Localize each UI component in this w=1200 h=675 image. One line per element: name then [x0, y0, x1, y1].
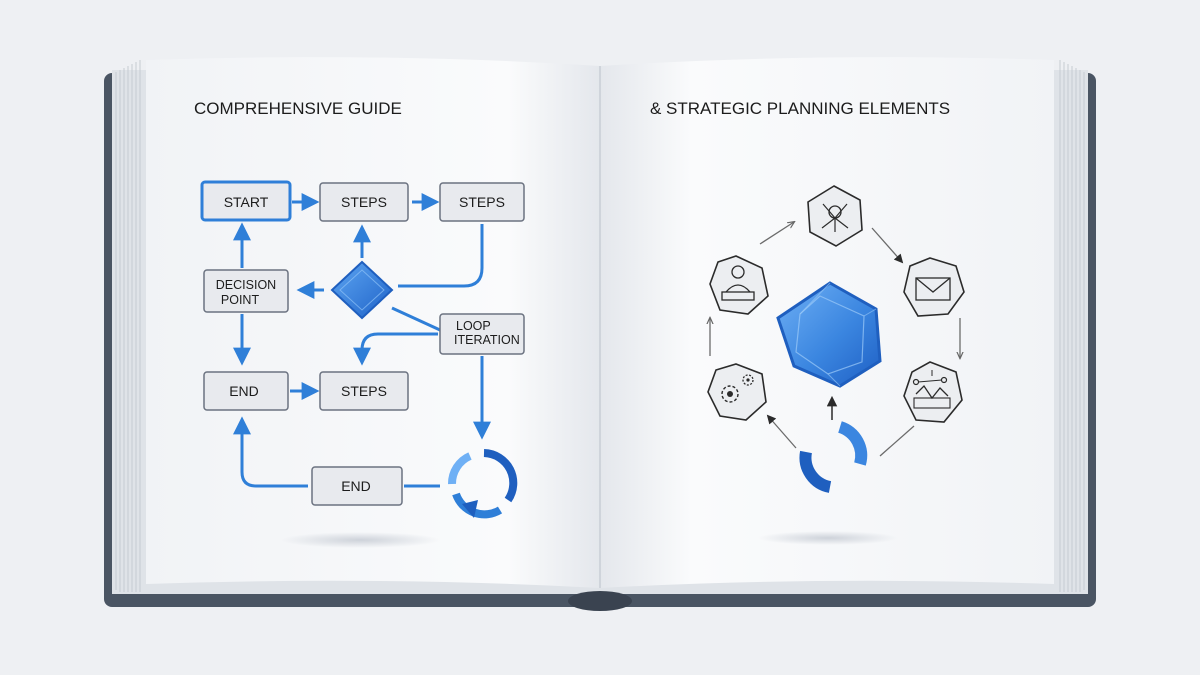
arrow-end2-to-end1 [233, 416, 308, 488]
node-steps-3: STEPS [319, 371, 409, 411]
node-steps-3-label: STEPS [341, 383, 387, 399]
decision-diamond [330, 260, 394, 320]
arrow-desk-to-target [759, 222, 794, 245]
planning-cycle [707, 185, 965, 545]
connector-diamond-to-loop [391, 306, 441, 332]
node-steps-1-label: STEPS [341, 194, 387, 210]
envelope-icon [903, 257, 965, 317]
left-page [146, 57, 600, 589]
spine-bottom [568, 591, 632, 611]
connector-chart-to-ring [879, 425, 915, 457]
node-steps-2: STEPS [439, 182, 525, 222]
node-decision-label-2: POINT [221, 293, 260, 307]
arrow-loop-to-steps [353, 332, 438, 366]
progress-ring-icon [799, 421, 868, 493]
node-end-1: END [203, 371, 289, 411]
node-end-2: END [311, 466, 403, 506]
right-floor-shadow [758, 531, 898, 545]
left-floor-shadow [280, 532, 440, 548]
hexagon-gem [776, 281, 882, 388]
node-loop-label-2: ITERATION [454, 333, 520, 347]
arrow-ring-to-gears [766, 414, 797, 449]
node-decision-label-1: DECISION [216, 278, 276, 292]
node-start-label: START [224, 194, 269, 210]
person-at-desk-icon [709, 255, 769, 315]
chart-network-icon [903, 361, 963, 423]
node-loop-label-1: LOOP [456, 319, 491, 333]
node-decision-point: DECISION POINT [203, 269, 289, 313]
node-steps-2-label: STEPS [459, 194, 505, 210]
cycle-connectors [710, 222, 960, 457]
node-end-1-label: END [229, 383, 259, 399]
target-network-icon [807, 185, 863, 247]
right-page-heading: & STRATEGIC PLANNING ELEMENTS [650, 99, 950, 118]
flowchart: START STEPS STEPS DECISION POINT LOOP IT… [200, 180, 525, 548]
node-end-2-label: END [341, 478, 371, 494]
node-steps-1: STEPS [319, 182, 409, 222]
book [104, 57, 1096, 611]
left-page-heading: COMPREHENSIVE GUIDE [194, 99, 402, 118]
cycle-refresh-icon [447, 449, 518, 519]
arrow-target-to-envelope [871, 227, 904, 264]
gears-icon [707, 363, 767, 421]
node-loop-iteration: LOOP ITERATION [439, 313, 525, 355]
flow-connectors [233, 193, 491, 488]
node-start: START [200, 180, 292, 222]
connector-steps-down [398, 224, 484, 288]
